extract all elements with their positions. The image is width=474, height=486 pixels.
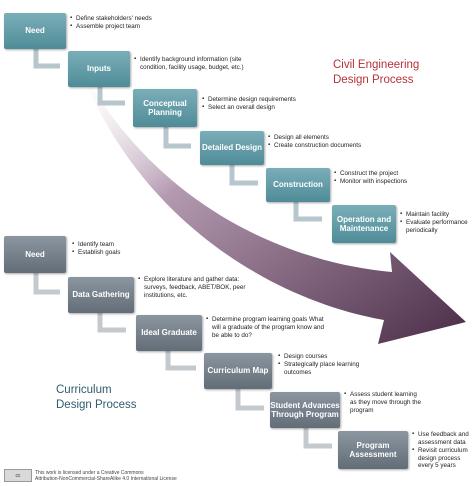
civil-connector-5 [293, 200, 322, 222]
note-item: Create construction documents [268, 142, 378, 150]
civil-step-construction: Construction [266, 168, 330, 202]
civil-step-need: Need [4, 13, 66, 49]
note-item: Identify background information (site co… [134, 56, 254, 72]
civil-title-line1: Civil Engineering [333, 59, 420, 71]
civil-step-label: Conceptual Planning [143, 98, 187, 117]
curriculum-connector-3 [165, 350, 196, 371]
curriculum-step-label: Ideal Graduate [141, 328, 197, 338]
civil-notes-detailed-design: Design all elements Create construction … [268, 134, 378, 150]
civil-step-label: Operation and Maintenance [336, 214, 392, 233]
curriculum-notes-data-gathering: Explore literature and gather data: surv… [138, 276, 246, 300]
note-item: Maintain facility [400, 211, 472, 219]
civil-notes-conceptual-planning: Determine design requirements Select an … [202, 96, 312, 112]
civil-connector-2 [97, 86, 125, 106]
curriculum-step-need: Need [4, 236, 66, 273]
curriculum-step-label: Need [25, 249, 45, 259]
note-item: Determine program learning goals What wi… [206, 316, 326, 340]
note-item: Evaluate performance periodically [400, 219, 472, 235]
curriculum-step-program-assessment: Program Assessment [338, 431, 408, 469]
civil-step-operation-maintenance: Operation and Maintenance [332, 205, 396, 243]
civil-step-inputs: Inputs [68, 51, 130, 87]
note-item: Establish goals [72, 249, 162, 257]
note-item: Design all elements [268, 134, 378, 142]
civil-process-title: Civil Engineering Design Process [333, 58, 419, 88]
curriculum-step-label: Data Gathering [72, 290, 130, 300]
curriculum-step-curriculum-map: Curriculum Map [204, 353, 272, 389]
license-notice: cc This work is licensed under a Creativ… [4, 469, 177, 482]
civil-notes-operation-maintenance: Maintain facility Evaluate performance p… [400, 211, 472, 235]
curriculum-notes-ideal-graduate: Determine program learning goals What wi… [206, 316, 326, 340]
civil-connector-3 [163, 127, 191, 149]
civil-step-label: Inputs [87, 64, 111, 74]
note-item: Revisit curriculum design process every … [412, 447, 472, 471]
curriculum-title-line1: Curriculum [56, 384, 112, 396]
curriculum-step-label: Curriculum Map [207, 366, 269, 376]
civil-step-conceptual-planning: Conceptual Planning [133, 89, 197, 127]
civil-step-label: Detailed Design [201, 143, 262, 153]
curriculum-notes-curriculum-map: Design courses Strategically place learn… [278, 353, 368, 377]
license-text: This work is licensed under a Creative C… [35, 470, 177, 482]
license-line1: This work is licensed under a Creative C… [35, 469, 144, 476]
curriculum-title-line2: Design Process [56, 398, 137, 411]
curriculum-connector-1 [33, 272, 60, 295]
curriculum-notes-student-advances: Assess student learning as they move thr… [344, 391, 422, 415]
civil-notes-need: Define stakeholders' needs Assemble proj… [70, 15, 180, 31]
note-item: Design courses [278, 353, 368, 361]
civil-title-line2: Design Process [333, 73, 414, 86]
note-item: Determine design requirements [202, 96, 312, 104]
curriculum-connector-4 [235, 388, 264, 411]
curriculum-step-label: Program Assessment [349, 440, 397, 459]
civil-step-detailed-design: Detailed Design [200, 131, 264, 165]
note-item: Assess student learning as they move thr… [344, 391, 422, 415]
note-item: Define stakeholders' needs [70, 15, 180, 23]
license-line2: Attribution-NonCommercial-ShareAlike 4.0… [35, 475, 177, 482]
curriculum-step-ideal-graduate: Ideal Graduate [136, 315, 202, 351]
civil-step-label: Construction [273, 180, 323, 190]
curriculum-notes-need: Identify team Establish goals [72, 241, 162, 257]
note-item: Monitor with inspections [334, 178, 444, 186]
note-item: Construct the project [334, 170, 444, 178]
curriculum-step-label: Student Advances Through Program [270, 400, 340, 419]
civil-connector-1 [33, 48, 60, 69]
note-item: Assemble project team [70, 23, 180, 31]
creative-commons-badge-icon[interactable]: cc [4, 469, 32, 482]
civil-connector-4 [229, 164, 258, 186]
civil-notes-inputs: Identify background information (site co… [134, 56, 254, 72]
note-item: Strategically place learning outcomes [278, 361, 368, 377]
curriculum-step-data-gathering: Data Gathering [68, 277, 134, 313]
curriculum-connector-2 [97, 312, 126, 333]
note-item: Select an overall design [202, 104, 312, 112]
note-item: Explore literature and gather data: surv… [138, 276, 246, 300]
civil-step-label: Need [25, 26, 45, 36]
note-item: Identify team [72, 241, 162, 249]
curriculum-notes-program-assessment: Use feedback and assessment data Revisit… [412, 431, 472, 470]
curriculum-process-title: Curriculum Design Process [56, 383, 137, 413]
civil-notes-construction: Construct the project Monitor with inspe… [334, 170, 444, 186]
process-arrow [78, 62, 466, 344]
curriculum-connector-5 [303, 426, 332, 449]
note-item: Use feedback and assessment data [412, 431, 472, 447]
curriculum-step-student-advances: Student Advances Through Program [270, 392, 340, 428]
